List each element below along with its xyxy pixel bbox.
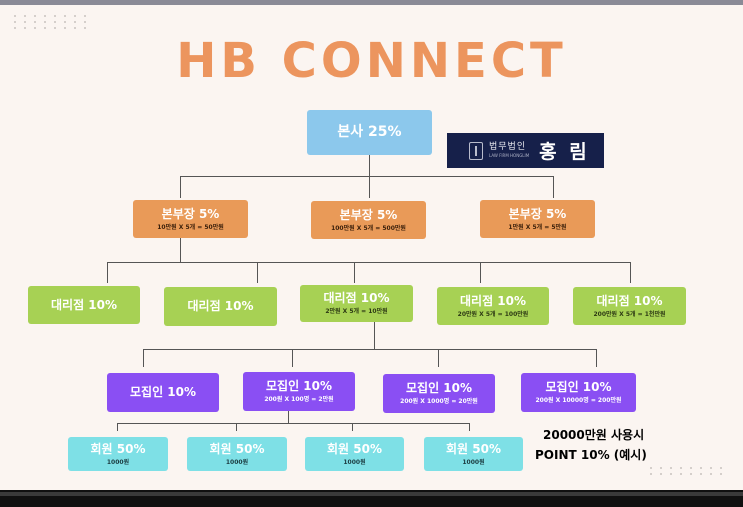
org-chart-canvas: HB CONNECT 본사 25% [0,5,743,490]
connector-member-1 [117,423,118,431]
node-agency-5: 대리점 10% 200만원 X 5개 = 1천만원 [573,287,686,325]
node-label: 회원 50% [446,441,501,456]
connector-agency-2 [257,262,258,283]
connector-manager-2 [369,176,370,198]
connector-recruiter-4 [596,349,597,367]
connector-manager-down [180,238,181,262]
connector-hq-down [369,155,370,176]
connector-agency-4 [480,262,481,283]
node-sub: 200원 X 1000명 = 20만원 [400,398,478,405]
node-agency-1: 대리점 10% [28,286,140,324]
node-member-4: 회원 50% 1000원 [424,437,523,471]
node-sub: 2만원 X 5개 = 10만원 [325,308,388,315]
dot-pattern-top-left [14,15,90,29]
law-firm-emblem-icon [469,141,483,160]
node-sub: 1만원 X 5개 = 5만원 [508,223,567,231]
node-hq: 본사 25% [307,110,432,155]
node-member-1: 회원 50% 1000원 [68,437,168,471]
top-border [0,0,743,5]
logo-name: 홍 림 [539,141,590,163]
node-label: 회원 50% [209,441,265,456]
connector-member-4 [469,423,470,431]
node-sub: 200원 X 10000명 = 200만원 [535,397,622,404]
dot-pattern-bottom-right [650,467,726,475]
node-agency-4: 대리점 10% 20만원 X 5개 = 100만원 [437,287,549,325]
node-sub: 1000원 [106,458,130,466]
node-label: 대리점 10% [50,297,118,312]
node-recruiter-3: 모집인 10% 200원 X 1000명 = 20만원 [383,374,495,413]
page-title: HB CONNECT [176,33,567,89]
node-label: 모집인 10% [545,380,612,394]
logo-small-text: 법무법인 [489,142,527,152]
connector-recruiters-bus [143,349,596,350]
node-sub: 10만원 X 5개 = 50만원 [157,223,224,231]
node-label: 본부장 5% [508,206,567,221]
node-label: 회원 50% [90,441,146,456]
node-label: 모집인 10% [129,385,197,399]
node-label: 대리점 10% [596,293,663,308]
node-label: 모집인 10% [405,381,473,395]
node-recruiter-4: 모집인 10% 200원 X 10000명 = 200만원 [521,373,636,412]
connector-managers-bus [180,176,554,177]
bottom-border [0,490,743,507]
node-sub: 200원 X 100명 = 2만원 [264,396,334,403]
connector-recruiter-1 [143,349,144,367]
node-manager-3: 본부장 5% 1만원 X 5개 = 5만원 [480,200,595,238]
node-label: 회원 50% [327,441,382,456]
node-label: 본사 25% [337,124,402,140]
connector-agencies-bus [107,262,631,263]
connector-recruiter-3 [438,349,439,367]
connector-agency-5 [630,262,631,283]
connector-member-3 [352,423,353,431]
node-sub: 1000원 [225,458,249,466]
node-member-2: 회원 50% 1000원 [187,437,287,471]
connector-recruiter-down [288,407,289,423]
connector-member-2 [236,423,237,431]
example-note-line-2: POINT 10% (예시) [535,448,647,462]
node-recruiter-1: 모집인 10% [107,373,219,412]
node-label: 본부장 5% [161,206,220,221]
example-note-line-1: 20000만원 사용시 [543,428,645,442]
connector-manager-1 [180,176,181,198]
connector-agency-1 [107,262,108,283]
node-label: 본부장 5% [339,207,398,222]
node-label: 대리점 10% [187,299,254,313]
node-sub: 1000원 [343,458,366,466]
node-label: 모집인 10% [265,379,333,393]
node-sub: 20만원 X 5개 = 100만원 [457,310,529,318]
node-manager-1: 본부장 5% 10만원 X 5개 = 50만원 [133,200,248,238]
bottom-border-sheen [0,492,743,496]
connector-agency-3 [354,262,355,283]
node-agency-2: 대리점 10% [164,287,277,326]
connector-agency-down [374,322,375,349]
node-label: 대리점 10% [323,291,390,305]
node-sub: 100만원 X 5개 = 500만원 [331,224,406,232]
connector-recruiter-2 [292,349,293,367]
node-label: 대리점 10% [459,293,527,308]
node-agency-3: 대리점 10% 2만원 X 5개 = 10만원 [300,285,413,322]
connector-manager-3 [553,176,554,198]
connector-members-bus [117,423,470,424]
node-member-3: 회원 50% 1000원 [305,437,404,471]
node-recruiter-2: 모집인 10% 200원 X 100명 = 2만원 [243,372,355,411]
logo-tiny-text: LAW FIRM HONGLIM [489,153,530,158]
node-sub: 1000원 [462,458,485,466]
law-firm-logo: 법무법인 LAW FIRM HONGLIM 홍 림 [447,133,604,168]
node-sub: 200만원 X 5개 = 1천만원 [593,310,666,318]
node-manager-2: 본부장 5% 100만원 X 5개 = 500만원 [311,201,426,239]
